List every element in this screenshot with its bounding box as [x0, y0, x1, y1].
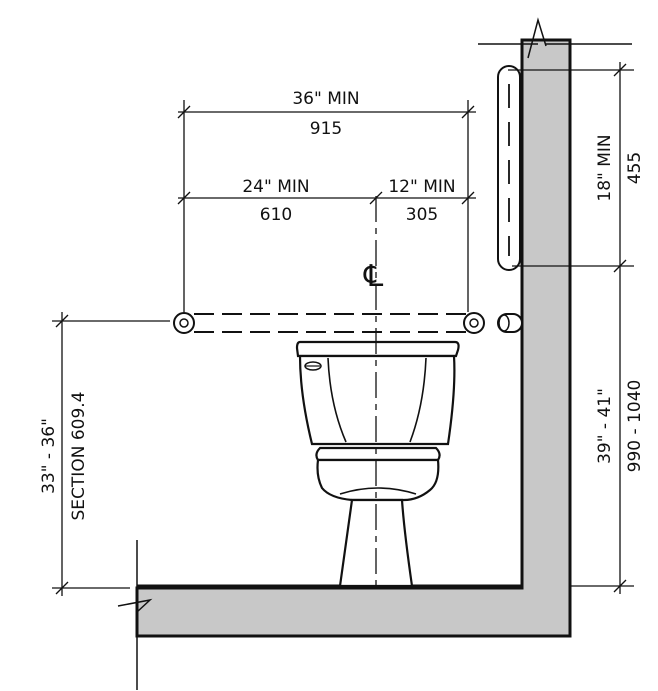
tank-lid	[295, 340, 460, 358]
rear-grab-bar	[173, 312, 523, 334]
toilet-pedestal	[338, 498, 414, 588]
dimension-left-vertical	[52, 312, 170, 596]
floor-break-mark	[117, 598, 153, 613]
wall-and-floor	[117, 17, 632, 690]
dimension-overall-width-metric: 915	[310, 119, 342, 139]
centerline-symbol: ℄	[363, 259, 383, 294]
grab-bar-wall-flange	[497, 313, 523, 333]
water-closet	[295, 340, 460, 588]
rear-grab-bar-end-right	[463, 312, 485, 334]
dimension-overall-width-imperial: 36" MIN	[292, 89, 359, 109]
dimension-side-bar-vertical-metric: 455	[625, 152, 645, 184]
toilet-centerline: ℄	[363, 196, 383, 588]
toilet-bowl	[316, 458, 440, 502]
dimension-overall-width	[177, 100, 476, 312]
dimension-rear-segments	[177, 191, 476, 205]
dimension-right-verticals	[508, 62, 634, 594]
dimension-rear-left-imperial: 24" MIN	[242, 177, 309, 197]
toilet-tank	[298, 354, 456, 446]
side-grab-bar	[497, 65, 521, 271]
toilet-seat	[315, 446, 441, 462]
wall-break-mark	[527, 17, 547, 59]
dimension-rear-left-metric: 610	[260, 205, 292, 225]
dimension-side-bar-height-metric: 990 - 1040	[625, 380, 645, 473]
dimension-side-bar-height-imperial: 39" - 41"	[595, 388, 615, 464]
rear-grab-bar-end-left	[173, 312, 195, 334]
dimension-side-bar-vertical-imperial: 18" MIN	[595, 134, 615, 201]
dimension-rear-bar-height-reference: SECTION 609.4	[69, 392, 89, 521]
dimension-rear-right-imperial: 12" MIN	[388, 177, 455, 197]
dimension-rear-right-metric: 305	[406, 205, 438, 225]
dimension-rear-bar-height-imperial: 33" - 36"	[39, 418, 59, 494]
